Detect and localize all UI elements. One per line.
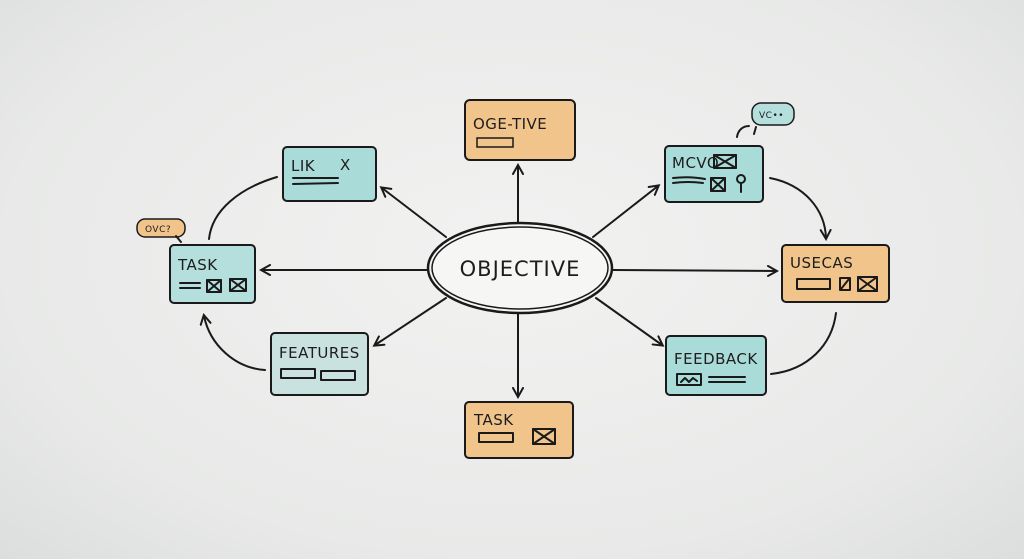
image-placeholder-icon (229, 278, 247, 292)
text-line-icon (672, 176, 706, 184)
image-placeholder-icon (710, 177, 726, 192)
node-lik[interactable]: LIK X (282, 146, 377, 202)
arrow-to-usecas (612, 270, 776, 271)
node-features[interactable]: FEATURES (270, 332, 369, 396)
field-icon (280, 368, 316, 379)
node-label: TASK (177, 256, 218, 274)
bubble-left: OVC? (136, 218, 186, 243)
node-usecas[interactable]: USECAS (781, 244, 890, 303)
node-mcvo[interactable]: MCVO (664, 145, 764, 203)
image-placeholder-icon (206, 279, 222, 293)
mail-icon (713, 154, 737, 169)
node-label: TASK (473, 411, 514, 429)
node-top-objective[interactable]: OGE-TIVE (464, 99, 576, 161)
node-label: FEEDBACK (674, 350, 758, 368)
node-task-left[interactable]: TASK (169, 244, 256, 304)
curve-lik-task (208, 176, 278, 240)
node-label: FEATURES (279, 344, 360, 362)
center-label: OBJECTIVE (460, 257, 581, 281)
bubble-text: OVC? (145, 225, 171, 235)
curve-usecas-feedback (770, 312, 837, 375)
curve-features-task (204, 316, 266, 371)
node-task-bottom[interactable]: TASK (464, 401, 574, 459)
node-label: OGE-TIVE (473, 115, 547, 133)
image-placeholder-icon (532, 428, 556, 445)
node-label: MCVO (672, 154, 719, 172)
field-icon (320, 370, 356, 381)
field-icon (478, 432, 514, 443)
node-feedback[interactable]: FEEDBACK (665, 335, 767, 396)
edit-icon (839, 277, 851, 291)
image-placeholder-icon (857, 276, 878, 292)
curve-mcvo-usecas (769, 177, 826, 238)
node-label: USECAS (790, 254, 853, 272)
node-label: LIK (291, 157, 316, 175)
location-pin-icon (736, 174, 746, 193)
text-line-icon (292, 182, 339, 185)
bubble-text: VC•• (759, 111, 784, 121)
arrow-to-lik (382, 188, 447, 238)
center-objective[interactable]: OBJECTIVE (426, 221, 614, 315)
arrow-to-mcvo (592, 186, 658, 238)
close-mark-icon: X (340, 156, 351, 174)
arrow-to-feedback (595, 297, 662, 345)
field-icon (796, 278, 831, 290)
arrow-to-features (375, 297, 447, 345)
bubble-right: VC•• (736, 102, 795, 138)
connectors (204, 166, 837, 396)
image-icon (676, 373, 702, 386)
field-icon (476, 137, 514, 148)
